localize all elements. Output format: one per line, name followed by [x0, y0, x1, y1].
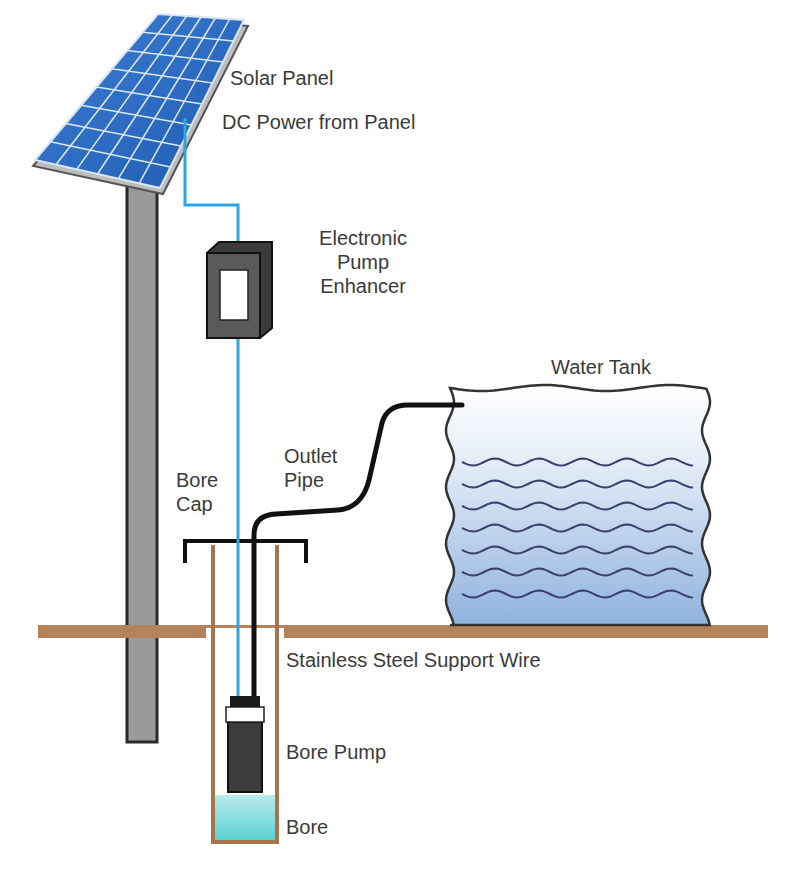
part-label: Outlet Pipe	[284, 444, 354, 492]
water-wave	[462, 591, 693, 598]
water-waves	[462, 459, 693, 598]
part-label: DC Power from Panel	[222, 110, 415, 134]
pump-enhancer	[207, 242, 272, 338]
part-label: Stainless Steel Support Wire	[286, 648, 541, 672]
ground-line	[38, 625, 768, 638]
pump-wire	[237, 336, 240, 697]
panel-cell-line	[97, 87, 203, 104]
enhancer-front	[207, 253, 260, 338]
panel-cell-line	[50, 142, 170, 167]
part-label: Bore	[286, 815, 328, 839]
solar-panel	[35, 14, 244, 188]
bore-opening	[206, 628, 284, 638]
pump-collar	[226, 707, 264, 722]
panel-cell-line	[112, 69, 213, 83]
panel-cell-line	[81, 105, 191, 125]
water-wave	[462, 459, 693, 466]
water-wave	[462, 503, 693, 510]
panel-cell-line	[127, 51, 223, 63]
dc-wire	[185, 118, 238, 248]
part-label: Electronic Pump Enhancer	[300, 226, 426, 298]
water-wave	[462, 525, 693, 532]
part-label: Bore Cap	[176, 468, 236, 516]
water-wave	[462, 569, 693, 576]
bore-cap	[185, 541, 306, 563]
water-wave	[462, 481, 693, 488]
panel-cell-line	[66, 124, 181, 147]
pump-head	[230, 696, 260, 707]
enhancer-display	[220, 270, 248, 320]
panel-cell-grid	[50, 15, 233, 183]
bore-casing	[213, 545, 277, 842]
part-label: Solar Panel	[230, 66, 333, 90]
part-label: Bore Pump	[286, 740, 386, 764]
bore-water	[214, 795, 276, 841]
bore-pump	[228, 722, 262, 792]
water-tank	[446, 385, 710, 625]
panel-pole	[127, 180, 157, 742]
part-label: Water Tank	[551, 355, 651, 379]
panel-cell-line	[143, 32, 234, 41]
bore-casing-top	[213, 628, 277, 638]
water-wave	[462, 547, 693, 554]
